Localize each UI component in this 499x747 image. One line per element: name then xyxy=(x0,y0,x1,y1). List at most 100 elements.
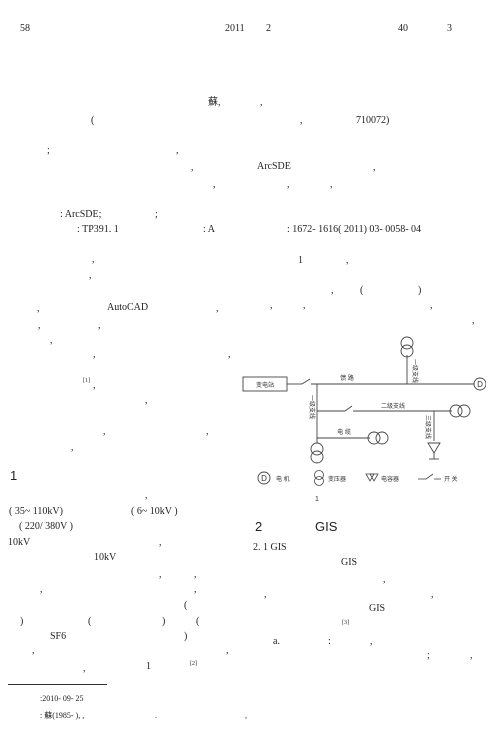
intro-comma-1: , xyxy=(92,254,95,265)
section-1-comma-6: , xyxy=(194,584,197,595)
label-branch-1: 一级支线 xyxy=(308,395,316,419)
abstract-comma-3: , xyxy=(373,162,376,173)
footnote-dot: . xyxy=(155,711,157,720)
article-number: : 1672- 1616( 2011) 03- 0058- 04 xyxy=(287,224,422,235)
abstract-comma-2: , xyxy=(191,162,194,173)
intro-comma-10: , xyxy=(93,380,96,391)
list-item-a: a. xyxy=(273,636,280,647)
right-comma-3: , xyxy=(270,300,273,311)
list-item-colon: : xyxy=(328,636,331,647)
legend-motor: 电 机 xyxy=(276,475,290,483)
voltage-10kv-a: 10kV xyxy=(8,537,31,548)
intro-comma-2: , xyxy=(89,270,92,281)
section-1-comma-9: , xyxy=(83,663,86,674)
footnote-comma: , xyxy=(245,711,247,720)
right-figure-ref: 1 xyxy=(298,255,303,266)
voltage-10kv-b: 10kV xyxy=(94,552,117,563)
section-1-comma-7: , xyxy=(32,645,35,656)
abstract-arcsde: ArcSDE xyxy=(257,161,291,172)
intro-comma-14: , xyxy=(71,442,74,453)
document-code: : A xyxy=(203,224,215,235)
label-branch-3: 三级支线 xyxy=(424,415,432,439)
legend-capacitor: 电容器 xyxy=(381,475,399,483)
figure-caption: 1 xyxy=(315,496,319,503)
section-1-paren-open: ( xyxy=(184,600,188,611)
abstract-semicolon: ; xyxy=(47,145,50,156)
section-2-heading: GIS xyxy=(315,519,338,534)
section-2-gis-1: GIS xyxy=(341,557,358,568)
citation-1: [1] xyxy=(83,378,90,384)
intro-comma-4: , xyxy=(216,303,219,314)
label-branch-2: 二级支线 xyxy=(381,402,405,410)
section-1-comma-8: , xyxy=(226,645,229,656)
transformer-bottom xyxy=(310,442,324,464)
transformer-cable xyxy=(367,431,389,445)
motor-icon: D xyxy=(473,377,486,391)
legend-motor-symbol: D xyxy=(261,474,267,483)
intro-comma-8: , xyxy=(93,349,96,360)
intro-comma-6: , xyxy=(98,320,101,331)
right-comma-6: , xyxy=(472,315,475,326)
intro-comma-13: , xyxy=(206,426,209,437)
page-number: 58 xyxy=(20,23,30,34)
label-branch-1-top: 一级支线 xyxy=(411,359,419,383)
intro-autocad: AutoCAD xyxy=(107,302,149,313)
intro-comma-11: , xyxy=(145,395,148,406)
right-comma-4: , xyxy=(303,300,306,311)
feeder-switch xyxy=(301,378,311,385)
citation-3: [3] xyxy=(342,620,349,626)
section-2-gis-2: GIS xyxy=(369,603,386,614)
right-comma-1: , xyxy=(346,255,349,266)
section-2-comma-3: , xyxy=(431,589,434,600)
section-2-1-heading: 2. 1 GIS xyxy=(253,542,287,553)
svg-text:D: D xyxy=(477,380,483,389)
section-1-comma-5: , xyxy=(40,584,43,595)
label-substation: 变电站 xyxy=(256,381,274,389)
header-number: 3 xyxy=(447,23,452,34)
affiliation-open: ( xyxy=(91,115,95,126)
footnote-author: : 蘇(1985- ), , xyxy=(40,711,85,720)
transformer-top xyxy=(400,336,414,358)
right-paren-open: ( xyxy=(360,285,364,296)
section-1-comma-2: , xyxy=(159,537,162,548)
abstract-comma-6: , xyxy=(330,179,333,190)
abstract-comma-4: , xyxy=(213,179,216,190)
distribution-network-diagram: D 变电站 馈 路 电 缆 二级支线 一级支线 一级支线 三级支线 D 电 机 … xyxy=(242,336,486,503)
right-comma-5: , xyxy=(430,300,433,311)
intro-comma-7: , xyxy=(50,335,53,346)
legend-transformer: 变压器 xyxy=(328,475,346,483)
capacitor xyxy=(427,442,441,460)
branch-switch xyxy=(344,405,353,412)
section-1-comma-4: , xyxy=(194,569,197,580)
voltage-medium: ( 6~ 10kV ) xyxy=(131,506,178,517)
header-issue: 2 xyxy=(266,23,271,34)
list-item-comma: , xyxy=(370,636,373,647)
section-2-comma-1: , xyxy=(383,574,386,585)
label-cable: 电 缆 xyxy=(337,428,351,436)
voltage-high: ( 35~ 110kV) xyxy=(9,506,63,517)
header-year: 2011 xyxy=(225,23,245,34)
right-comma-2: , xyxy=(331,285,334,296)
list-item-semicolon: ; xyxy=(427,650,430,661)
intro-comma-9: , xyxy=(228,349,231,360)
section-2-comma-2: , xyxy=(264,589,267,600)
sf6-paren-close: ) xyxy=(184,631,188,642)
right-paren-close: ) xyxy=(418,285,422,296)
legend: D 电 机 变压器 电容器 开 关 xyxy=(257,470,458,486)
section-1-paren-open-2: ( xyxy=(88,616,92,627)
section-1-comma-3: , xyxy=(159,569,162,580)
keywords: : ArcSDE; xyxy=(60,209,102,220)
header-volume: 40 xyxy=(398,23,408,34)
voltage-low: ( 220/ 380V ) xyxy=(19,521,73,532)
author-name: 蘇, xyxy=(208,97,221,108)
legend-switch: 开 关 xyxy=(444,475,458,483)
sf6-label: SF6 xyxy=(50,631,67,642)
section-1-comma: , xyxy=(145,490,148,501)
section-1-paren-close-1: ) xyxy=(20,616,24,627)
abstract-comma-5: , xyxy=(287,179,290,190)
footnote-rule xyxy=(8,684,107,685)
figure-1-reference: 1 xyxy=(146,661,151,672)
citation-2: [2] xyxy=(190,661,197,667)
intro-comma-5: , xyxy=(38,320,41,331)
list-item-comma-2: , xyxy=(470,650,473,661)
